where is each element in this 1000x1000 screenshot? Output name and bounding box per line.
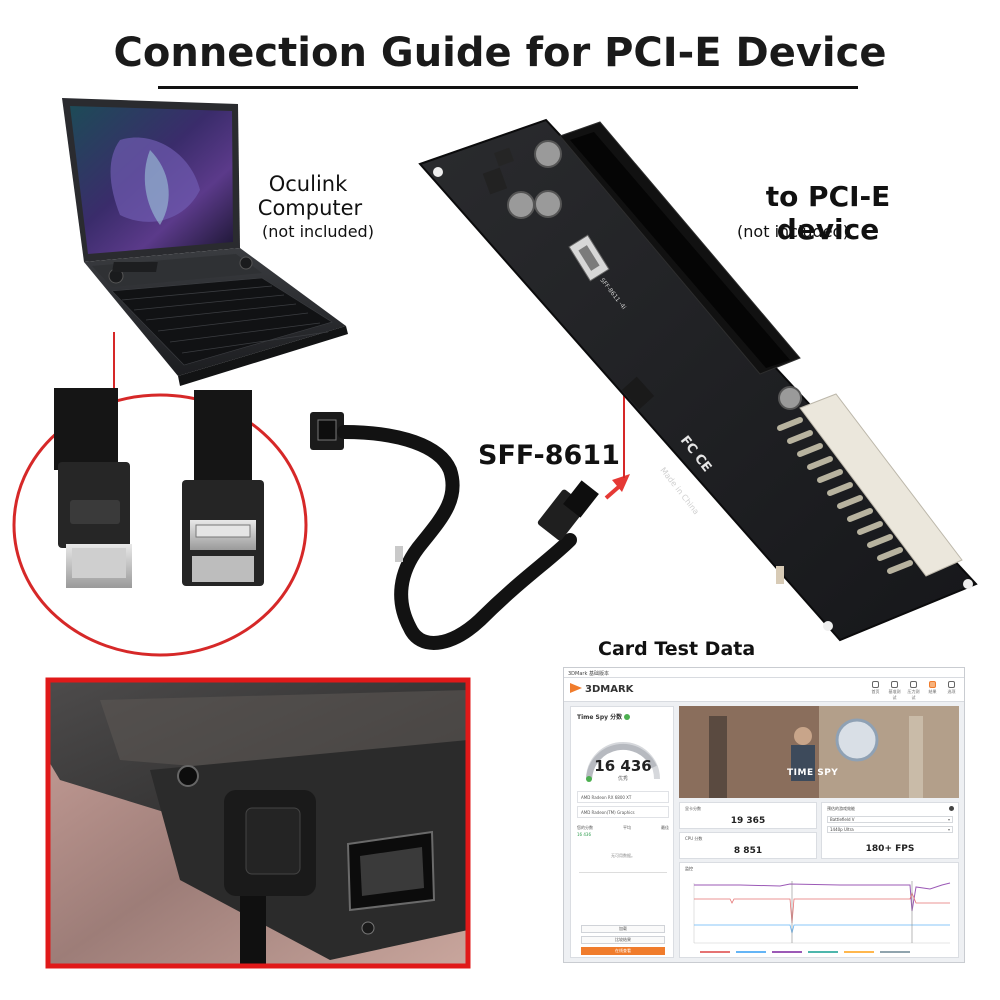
banner-title: TIME SPY	[787, 768, 839, 778]
cpu-score-caption: CPU 分数	[685, 836, 703, 841]
results-icon	[929, 681, 936, 688]
gear-icon	[948, 681, 955, 688]
nav-benchmarks-label: 基准测试	[888, 689, 901, 700]
title-underline	[158, 86, 858, 89]
overall-score: 16 436	[594, 757, 652, 775]
nav-results-label: 结果	[928, 689, 937, 694]
monitoring-caption: 监控	[685, 866, 693, 871]
pcie-adapter-board	[418, 118, 978, 642]
sff-8611-cable	[310, 412, 599, 650]
cpu-score-value: 8 851	[733, 846, 763, 856]
banner-art	[679, 706, 959, 798]
game-select[interactable]: Battlefield V ▾	[827, 816, 953, 823]
stress-icon	[910, 681, 917, 688]
view-online-button[interactable]: 在线查看	[581, 947, 665, 955]
nav-benchmarks[interactable]: 基准测试	[888, 681, 901, 701]
check-icon	[624, 714, 631, 720]
graphics-score-caption: 显卡分数	[685, 806, 701, 811]
histogram-axis	[579, 872, 667, 880]
computer-label-line1: Oculink	[268, 172, 348, 196]
time-spy-banner: TIME SPY	[679, 706, 959, 798]
monitoring-panel: 监控	[679, 862, 959, 958]
nav-options-label: 选项	[947, 689, 956, 694]
brand-name: 3DMARK	[585, 684, 634, 695]
connection-closeup-photo	[45, 677, 471, 969]
graphics-score-value: 19 365	[730, 816, 766, 826]
connector-arrow	[604, 474, 630, 500]
no-data-text: 无可用数据。	[611, 853, 635, 858]
score-panel: Time Spy 分数 16 436 优秀 AMD Radeon RX 6800…	[570, 706, 674, 958]
connector-label: SFF-8611	[478, 440, 620, 471]
oculink-plugs	[54, 388, 264, 588]
your-score-label: 您的分数	[577, 825, 593, 830]
average-label: 平均	[623, 825, 631, 830]
card-test-title: Card Test Data	[598, 638, 756, 660]
device-label: to PCI-E device	[765, 180, 891, 246]
top-nav: 首页 基准测试 压力测试 结果 选项	[869, 681, 958, 701]
computer-not-included: (not included)	[262, 222, 374, 241]
test-name: Time Spy 分数	[577, 712, 631, 721]
nav-options[interactable]: 选项	[945, 681, 958, 701]
brand-logo: 3DMARK	[570, 683, 633, 695]
best-label: 最佳	[661, 825, 669, 830]
game-performance-caption: 预估的游戏效能	[827, 806, 855, 811]
nav-results[interactable]: 结果	[926, 681, 939, 701]
igpu-name: AMD Radeon(TM) Graphics	[577, 806, 669, 818]
page-title: Connection Guide for PCI-E Device	[113, 30, 887, 76]
test-name-text: Time Spy 分数	[577, 714, 623, 721]
nav-stress-label: 压力测试	[907, 689, 920, 700]
benchmark-icon	[891, 681, 898, 688]
game-select-value: Battlefield V	[830, 817, 855, 822]
device-not-included: (not included)	[737, 222, 849, 241]
graphics-score-box: 显卡分数 19 365	[679, 802, 817, 829]
cpu-score-box: CPU 分数 8 851	[679, 832, 817, 859]
nav-stress[interactable]: 压力测试	[907, 681, 920, 701]
monitoring-graph	[693, 881, 951, 953]
chevron-down-icon: ▾	[947, 817, 950, 822]
your-score-value: 16 436	[577, 832, 591, 837]
score-compare-values: 16 436	[577, 832, 669, 837]
resolution-select[interactable]: 1440p Ultra ▾	[827, 826, 953, 833]
resolution-select-value: 1440p Ultra	[830, 827, 854, 832]
computer-label-line2: Computer	[257, 196, 363, 220]
compare-button[interactable]: 比较结果	[581, 936, 665, 944]
logo-mark-icon	[570, 683, 582, 693]
nav-home[interactable]: 首页	[869, 681, 882, 701]
score-compare: 您的分数 平均 最佳	[577, 825, 669, 831]
home-icon	[872, 681, 879, 688]
fps-estimate: 180+ FPS	[865, 844, 915, 854]
chevron-down-icon: ▾	[947, 827, 950, 832]
app-header: 3DMARK 首页 基准测试 压力测试 结果 选项	[564, 678, 964, 702]
window-titlebar: 3DMark 基础版本	[564, 668, 964, 678]
oculink-laptop	[62, 98, 348, 386]
game-performance-box: 预估的游戏效能 Battlefield V ▾ 1440p Ultra ▾ 180+…	[821, 802, 959, 859]
info-icon[interactable]	[949, 806, 954, 811]
score-rating: 优秀	[617, 776, 628, 782]
load-button[interactable]: 加载	[581, 925, 665, 933]
3dmark-screenshot: 3DMark 基础版本 3DMARK 首页 基准测试 压力测试 结果 选项 Ti…	[563, 667, 965, 963]
score-gauge	[586, 742, 660, 782]
gpu-name: AMD Radeon RX 6800 XT	[577, 791, 669, 803]
nav-home-label: 首页	[871, 689, 880, 694]
